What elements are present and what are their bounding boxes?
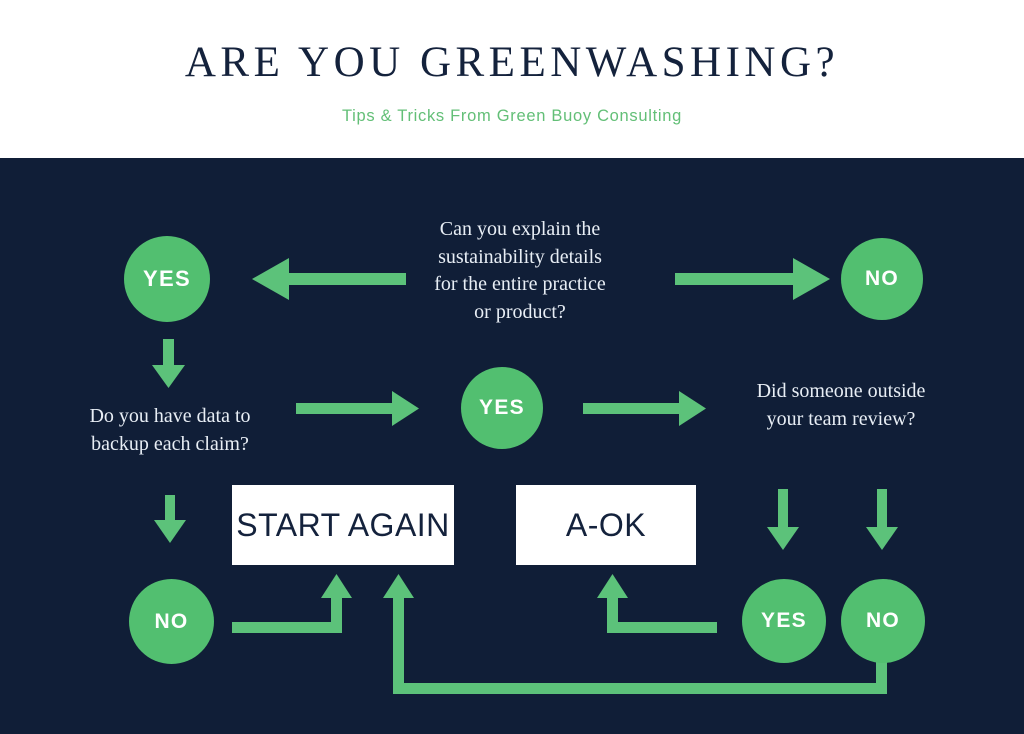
arrow-yes-to-a-ok-elbow [597,574,717,633]
page-subtitle: Tips & Tricks From Green Buoy Consulting [341,107,683,125]
answer-circle-q2-no[interactable]: NO [129,579,214,664]
question-3-line-2: your team review? [766,407,916,430]
arrow-q2-to-no-down [154,495,186,543]
result-box-a-ok[interactable]: A-OK [516,485,696,565]
question-1-text: Can you explain the sustainability detai… [395,216,645,326]
question-3-line-1: Did someone outside [756,380,926,402]
arrow-q2-to-midyes-right [296,391,419,426]
arrow-no-to-start-again-elbow [232,574,352,633]
question-1-line-2: sustainability details [438,245,602,268]
flowchart-board: Can you explain the sustainability detai… [0,158,1024,734]
answer-circle-q2-yes[interactable]: YES [461,367,543,449]
arrow-q3-to-no-down [866,489,898,550]
answer-circle-q3-yes[interactable]: YES [742,579,826,663]
question-2-text: Do you have data to backup each claim? [45,403,295,458]
answer-circle-q3-no[interactable]: NO [841,579,925,663]
question-2-line-2: backup each claim? [91,432,249,455]
question-1-line-1: Can you explain the [439,218,601,240]
arrow-q1-to-no-right [675,258,830,300]
question-3-text: Did someone outside your team review? [722,378,960,433]
result-box-start-again[interactable]: START AGAIN [232,485,454,565]
arrow-q1-to-yes-left [252,258,406,300]
answer-circle-q1-no[interactable]: NO [841,238,923,320]
question-1-line-4: or product? [474,300,566,323]
arrow-yes-to-q2-down [152,339,185,388]
answer-circle-q1-yes[interactable]: YES [124,236,210,322]
question-1-line-3: for the entire practice [434,273,606,295]
arrow-q3-to-yes-down [767,489,799,550]
question-2-line-1: Do you have data to [89,405,251,427]
page-title: ARE YOU GREENWASHING? [184,39,840,86]
poster-header: ARE YOU GREENWASHING? Tips & Tricks From… [0,0,1024,158]
arrow-midyes-to-q3-right [583,391,706,426]
